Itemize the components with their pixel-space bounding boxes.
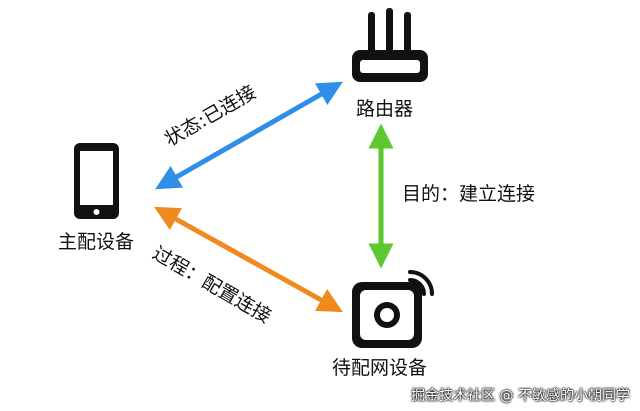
edge-phone-router-arrow <box>155 81 343 190</box>
watermark-text: 掘金技术社区 @ 不敏感的小朝同学 <box>411 388 630 404</box>
edge-router-device-label: 目的：建立连接 <box>402 183 536 205</box>
smart-device-icon <box>352 270 434 348</box>
router-label: 路由器 <box>356 98 414 120</box>
device-label: 待配网设备 <box>332 357 428 379</box>
router-icon <box>352 8 428 82</box>
phone-label: 主配设备 <box>58 231 135 253</box>
edge-phone-device-arrow <box>154 206 343 313</box>
phone-icon <box>74 143 119 219</box>
